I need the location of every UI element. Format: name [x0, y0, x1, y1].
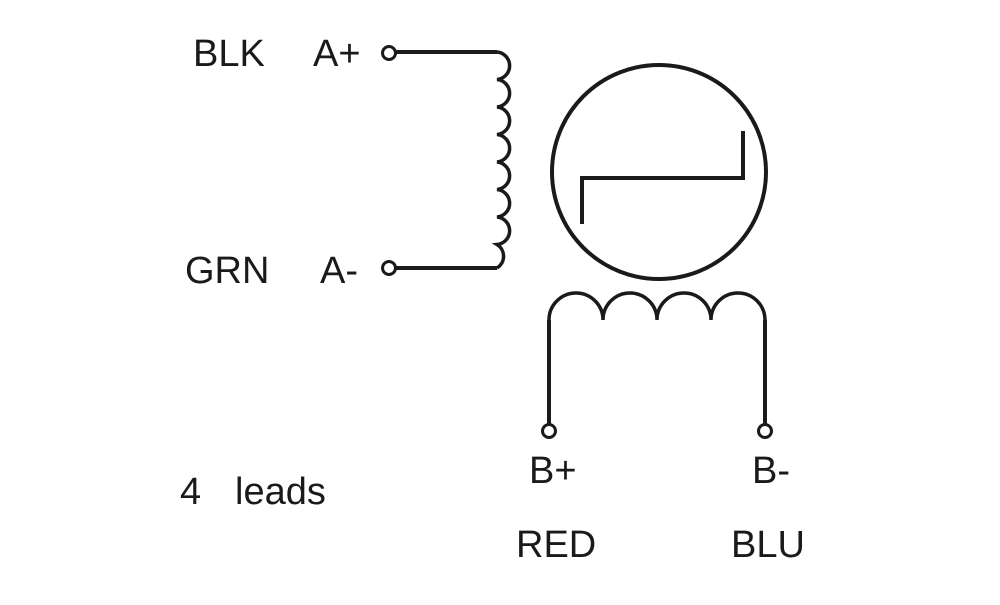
b-plus-wire-color-label: RED — [516, 524, 597, 566]
a-plus-terminal-label: A+ — [313, 33, 361, 75]
b-plus-terminal-icon — [541, 423, 557, 439]
motor-symbol — [550, 63, 768, 281]
phase-a-winding — [381, 45, 512, 276]
b-minus-terminal-label: B- — [752, 450, 790, 492]
b-plus-terminal-label: B+ — [529, 450, 577, 492]
step-waveform-icon — [580, 131, 745, 224]
lead-count-label: leads — [235, 471, 326, 513]
b-coil-icon — [547, 291, 767, 321]
motor-rotor-icon — [550, 63, 768, 281]
a-minus-terminal-label: A- — [320, 250, 358, 292]
a-coil-icon — [491, 50, 512, 270]
b-minus-terminal-icon — [757, 423, 773, 439]
phase-b-winding — [541, 291, 773, 439]
a-plus-terminal-icon — [381, 45, 397, 61]
a-minus-wire-color-label: GRN — [185, 250, 270, 292]
a-minus-terminal-icon — [381, 260, 397, 276]
a-plus-wire-color-label: BLK — [193, 33, 265, 75]
lead-count: 4 — [180, 471, 202, 513]
b-minus-wire-color-label: BLU — [731, 524, 805, 566]
